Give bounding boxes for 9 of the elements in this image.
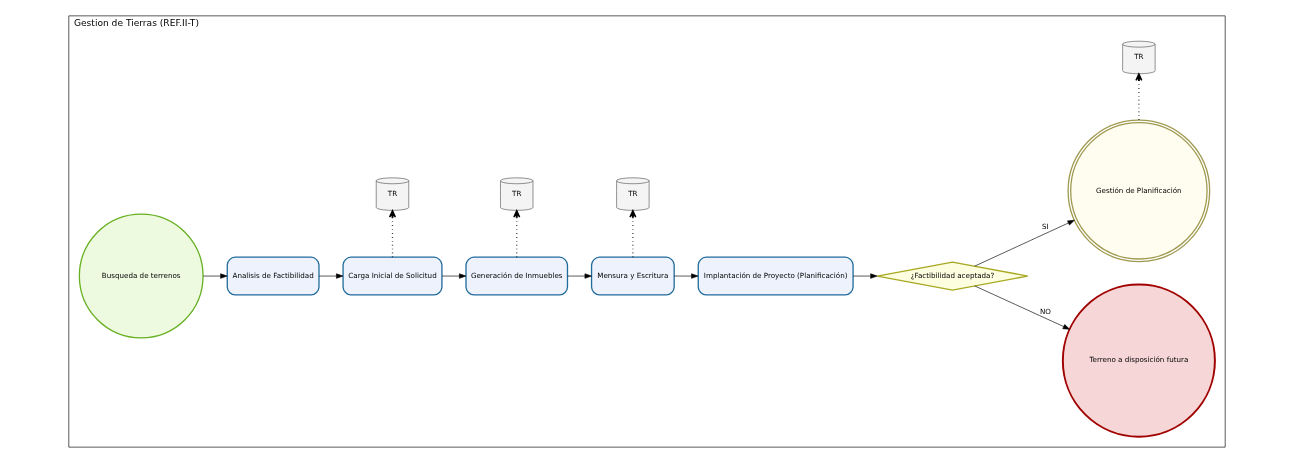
arrow: [673, 273, 699, 279]
arrow: [567, 273, 592, 279]
arrow: [318, 273, 344, 279]
arrow: [1135, 73, 1143, 121]
arrow: [974, 285, 1070, 330]
arrow: [852, 273, 878, 279]
arrow: [203, 273, 228, 279]
arrow: [441, 273, 467, 279]
arrow: [974, 219, 1075, 267]
